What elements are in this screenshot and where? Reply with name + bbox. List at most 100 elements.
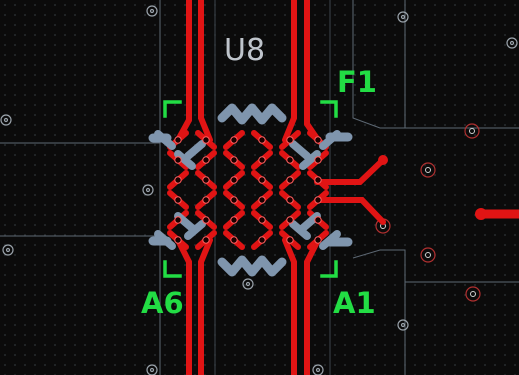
via [397,11,409,23]
via-drill [245,281,251,287]
via [397,319,409,331]
via-drill [425,252,431,258]
bga-pad[interactable] [174,136,182,144]
bga-pad[interactable] [286,236,294,244]
bga-pad[interactable] [230,176,238,184]
via [2,244,14,256]
bga-pad[interactable] [230,156,238,164]
pin-label-a1: A1 [333,286,376,320]
bga-pad[interactable] [286,216,294,224]
bga-pad[interactable] [286,136,294,144]
bga-pad[interactable] [258,156,266,164]
via-drill [400,322,406,328]
bga-pad[interactable] [230,196,238,204]
bga-pad[interactable] [174,236,182,244]
via [506,37,518,49]
corner-bracket [320,260,338,278]
component-refdes: U8 [224,33,266,68]
trace [314,197,386,225]
bga-pad[interactable] [230,236,238,244]
bga-pad[interactable] [202,216,210,224]
bga-pad[interactable] [258,236,266,244]
bga-pad[interactable] [202,136,210,144]
bottom-fanout [289,140,311,160]
vias [0,5,518,375]
via [242,278,254,290]
bottom-fanout [299,150,321,170]
bga-pad[interactable] [202,176,210,184]
bga-pad[interactable] [286,176,294,184]
pin-label-f1: F1 [337,65,377,99]
trace [314,157,386,185]
bottom-fanout [154,230,176,250]
via [378,155,388,165]
via [465,286,481,302]
bga-pad[interactable] [258,136,266,144]
corner-bracket [163,100,182,118]
pin-label-a6: A6 [141,286,184,320]
via [312,364,324,375]
bga-pad[interactable] [202,196,210,204]
trace [282,237,297,265]
red-vias [375,123,481,302]
via-drill [425,167,431,173]
bottom-fanout [319,130,341,150]
via [146,5,158,17]
outline-edge [352,0,406,129]
via-drill [509,40,515,46]
bga-pad[interactable] [258,176,266,184]
bottom-fanout [299,212,321,232]
bga-pad[interactable] [174,196,182,204]
bga-pad[interactable] [230,136,238,144]
bga-pad[interactable] [314,176,322,184]
outline-edge [352,249,406,375]
trace [217,103,287,125]
bga-pad[interactable] [174,156,182,164]
bga-pad[interactable] [258,196,266,204]
bga-pad[interactable] [202,156,210,164]
bottom-fanout [319,230,341,250]
bga-pad[interactable] [286,196,294,204]
silkscreen-outline [163,100,338,278]
bottom-fanout [174,150,196,170]
via [464,123,480,139]
corner-bracket [320,100,338,118]
via [142,184,154,196]
via [146,364,158,375]
via-drill [3,117,9,123]
bottom-fanout [184,140,206,160]
bga-pad-array[interactable] [154,130,341,250]
trace [198,237,213,265]
bga-pad[interactable] [314,156,322,164]
trace [198,115,213,143]
trace [282,115,297,143]
bga-pad[interactable] [174,216,182,224]
via-drill [149,8,155,14]
via [420,162,436,178]
bga-pad[interactable] [258,216,266,224]
bga-pad[interactable] [286,156,294,164]
corner-bracket [163,260,182,278]
via-drill [5,247,11,253]
via-drill [315,367,321,373]
bga-pad[interactable] [314,216,322,224]
via-drill [470,291,476,297]
via [475,208,487,220]
bga-pad[interactable] [314,136,322,144]
trace [217,255,287,277]
bga-pad[interactable] [174,176,182,184]
bga-pad[interactable] [314,236,322,244]
via-drill [469,128,475,134]
via-drill [400,14,406,20]
via [420,247,436,263]
via-drill [149,367,155,373]
bga-pad[interactable] [202,236,210,244]
via [0,114,12,126]
bga-pad[interactable] [314,196,322,204]
bga-pad[interactable] [230,216,238,224]
bottom-fanout [154,130,176,150]
outline-edge [404,250,519,283]
